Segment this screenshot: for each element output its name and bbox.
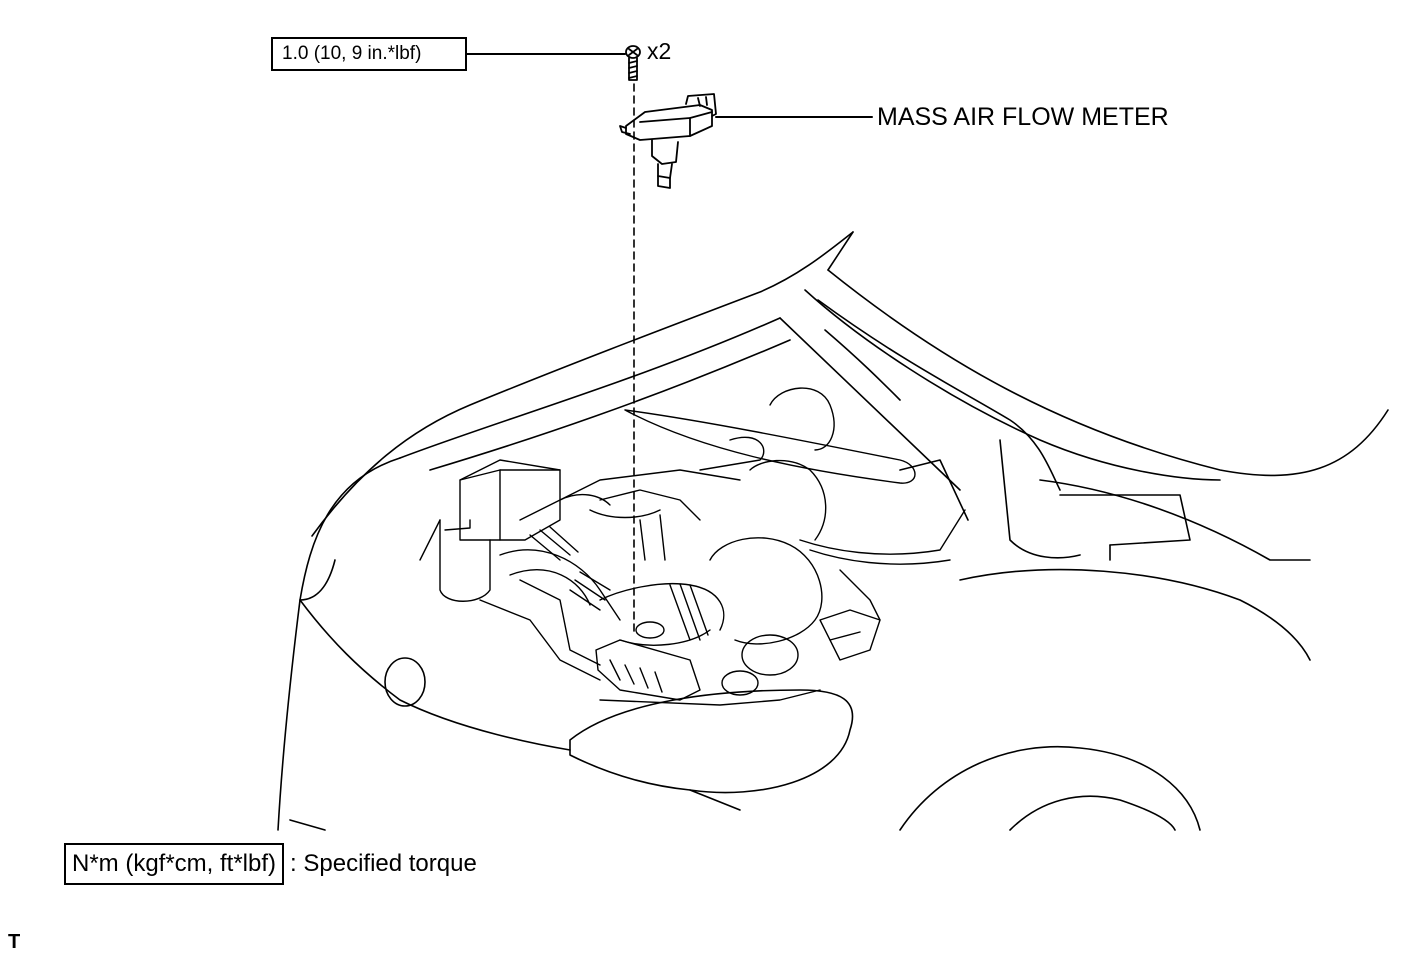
wheel-arch: [899, 746, 1201, 831]
engine-components: [419, 387, 966, 706]
torque-legend: N*m (kgf*cm, ft*lbf) : Specified torque: [64, 843, 477, 885]
vehicle-body: [277, 317, 1311, 831]
vehicle-hood: [311, 231, 1389, 537]
torque-legend-description: : Specified torque: [290, 850, 477, 877]
corner-mark: T: [8, 931, 21, 953]
torque-spec-label: 1.0 (10, 9 in.*lbf): [271, 37, 467, 71]
bolt-quantity-label: x2: [647, 38, 672, 64]
torque-legend-symbol: N*m (kgf*cm, ft*lbf): [64, 843, 285, 885]
bumper-line: [299, 599, 571, 751]
bolt-icon: [625, 45, 641, 81]
mass-air-flow-meter-label: MASS AIR FLOW METER: [877, 103, 1169, 131]
marker-light: [384, 657, 426, 707]
mass-air-flow-meter: [619, 93, 717, 189]
headlight: [569, 689, 854, 811]
